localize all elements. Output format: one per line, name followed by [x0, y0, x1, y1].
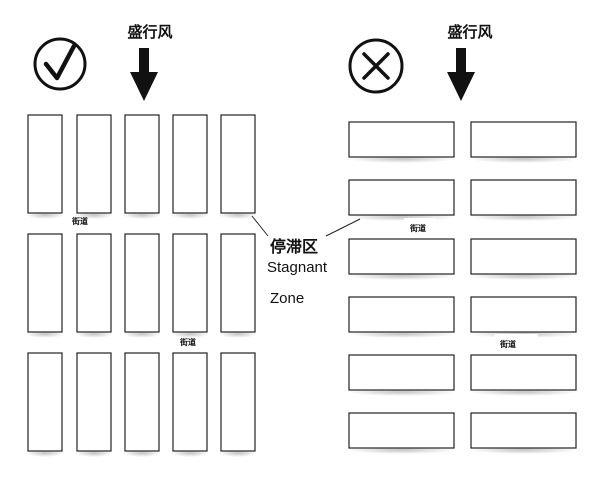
right-panel: 盛行风 街道 街道: [347, 23, 578, 454]
arrow-down-icon: [130, 48, 158, 101]
street-label-bg: [494, 334, 538, 350]
building-block: [347, 354, 456, 396]
building-rect: [172, 114, 208, 214]
stagnant-zone-label-cn: 停滞区: [270, 237, 318, 256]
building-block: [75, 233, 113, 338]
wind-label-right: 盛行风: [447, 23, 492, 41]
building-block: [123, 352, 161, 457]
building-rect: [470, 412, 577, 449]
building-block: [171, 233, 209, 338]
building-block: [347, 121, 456, 163]
stagnant-zone-label-en-2: Zone: [270, 290, 304, 307]
building-block: [219, 233, 257, 338]
building-rect: [470, 238, 577, 275]
building-block: [469, 238, 578, 280]
building-block: [347, 296, 456, 338]
stagnant-zone-label-en-1: Stagnant: [267, 259, 328, 276]
building-rect: [220, 233, 256, 333]
building-rect: [348, 121, 455, 158]
street-label-right-1: 街道: [409, 223, 426, 233]
building-block: [219, 114, 257, 219]
building-block: [75, 114, 113, 219]
wind-label-left: 盛行风: [127, 23, 172, 41]
building-rect: [172, 233, 208, 333]
building-block: [469, 179, 578, 221]
building-rect: [172, 352, 208, 452]
building-rect: [27, 114, 63, 214]
building-rect: [470, 121, 577, 158]
street-label-left-1: 街道: [71, 216, 88, 226]
building-block: [26, 233, 64, 338]
building-block: [469, 121, 578, 163]
building-rect: [27, 352, 63, 452]
callout-line-right: [325, 218, 361, 237]
check-circle-icon: [33, 37, 87, 91]
building-block: [123, 114, 161, 219]
building-rect: [470, 296, 577, 333]
building-block: [123, 233, 161, 338]
building-block: [469, 296, 578, 338]
building-block: [26, 352, 64, 457]
building-rect: [348, 238, 455, 275]
building-block: [469, 412, 578, 454]
building-rect: [470, 354, 577, 391]
left-panel: 盛行风 街道 街道: [26, 23, 257, 457]
building-grid-left: [26, 114, 257, 457]
building-block: [171, 352, 209, 457]
building-rect: [348, 296, 455, 333]
building-block: [171, 114, 209, 219]
street-label-left-2: 街道: [179, 337, 196, 347]
building-rect: [348, 179, 455, 216]
building-block: [469, 354, 578, 396]
building-rect: [76, 114, 112, 214]
cross-circle-icon: [348, 38, 404, 94]
building-block: [219, 352, 257, 457]
building-rect: [470, 179, 577, 216]
building-block: [26, 114, 64, 219]
building-rect: [124, 352, 160, 452]
street-label-right-2: 街道: [499, 339, 516, 349]
building-rect: [220, 352, 256, 452]
building-rect: [76, 352, 112, 452]
building-rect: [76, 233, 112, 333]
building-rect: [348, 354, 455, 391]
building-block: [75, 352, 113, 457]
building-grid-right: [347, 121, 578, 454]
building-rect: [348, 412, 455, 449]
callout-line-left: [251, 215, 269, 237]
building-block: [347, 412, 456, 454]
street-label-bg: [404, 218, 436, 234]
building-rect: [124, 114, 160, 214]
building-rect: [124, 233, 160, 333]
building-rect: [220, 114, 256, 214]
building-block: [347, 179, 456, 221]
arrow-down-icon: [447, 48, 475, 101]
building-rect: [27, 233, 63, 333]
stagnant-zone-callout: 停滞区 Stagnant Zone: [251, 215, 361, 307]
building-block: [347, 238, 456, 280]
